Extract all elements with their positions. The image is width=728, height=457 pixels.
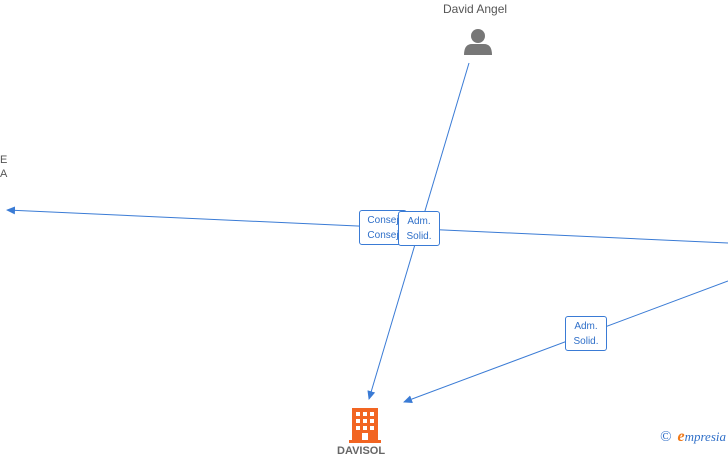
copyright-icon: ©	[660, 428, 672, 445]
edge-label-adm-solid-right[interactable]: Adm. Solid.	[565, 316, 607, 351]
left-node-label-line2: A	[0, 168, 8, 180]
edge-label-adm-solid-center-line2: Solid.	[406, 231, 432, 242]
brand-initial: e	[677, 428, 685, 445]
left-node-label-line1: E	[0, 154, 8, 166]
person-node-label[interactable]: David Angel	[443, 2, 508, 16]
edge-label-adm-solid-right-line2: Solid.	[573, 336, 599, 347]
brand-name: empresia	[677, 428, 726, 446]
edge-label-consejero-line2: Consej	[367, 230, 399, 241]
left-node-label-cut[interactable]: E A	[0, 153, 7, 181]
edge-label-adm-solid-right-line1: Adm.	[574, 321, 598, 332]
edge-label-adm-solid-center-line1: Adm.	[407, 216, 431, 227]
brand-name-rest: mpresia	[684, 429, 726, 444]
building-icon[interactable]	[349, 408, 381, 443]
edge-label-consejero-line1: Consej	[367, 215, 399, 226]
edge-label-adm-solid-center[interactable]: Adm. Solid.	[398, 211, 440, 246]
company-node-label[interactable]: DAVISOL	[337, 445, 386, 457]
empresia-watermark: © empresia	[660, 428, 726, 446]
person-icon[interactable]	[464, 29, 492, 55]
